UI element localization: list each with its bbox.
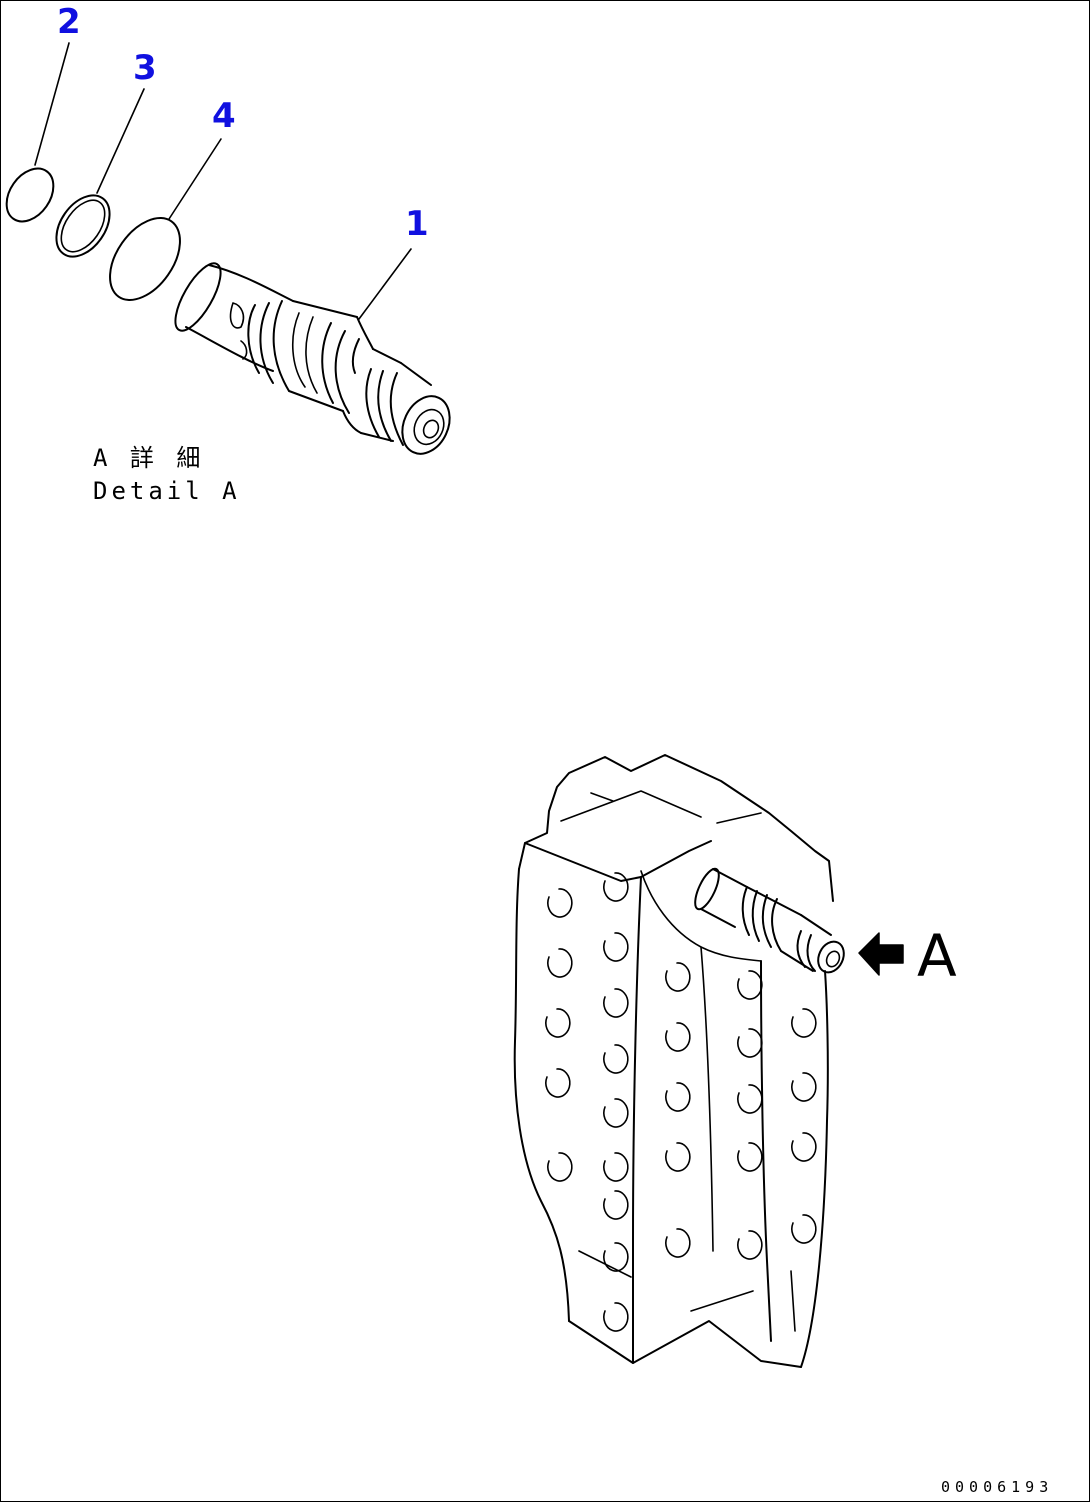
callout-label: 3 bbox=[133, 48, 157, 88]
callout-2[interactable]: 2 bbox=[57, 5, 81, 39]
backup-ring-3 bbox=[55, 194, 111, 258]
leader-lines bbox=[34, 42, 412, 320]
document-id: 00006193 bbox=[941, 1478, 1054, 1496]
callout-label: 2 bbox=[57, 2, 81, 42]
view-arrow-icon bbox=[858, 932, 904, 976]
callout-label: 1 bbox=[405, 204, 429, 244]
callout-4[interactable]: 4 bbox=[212, 99, 236, 133]
o-ring-2 bbox=[5, 167, 55, 223]
o-ring-4 bbox=[109, 217, 181, 301]
leader-line-2 bbox=[34, 42, 70, 166]
leader-line-4 bbox=[168, 138, 222, 220]
cartridge-valve bbox=[174, 262, 451, 455]
detail-caption-jp: A 詳 細 bbox=[93, 444, 205, 472]
callout-3[interactable]: 3 bbox=[133, 51, 157, 85]
view-label-a: A bbox=[917, 922, 957, 990]
block-ports bbox=[545, 872, 817, 1332]
control-valve-block bbox=[513, 754, 845, 1368]
detail-caption-en: Detail A bbox=[93, 477, 241, 505]
leader-line-1 bbox=[358, 248, 412, 320]
installed-cartridge bbox=[694, 867, 845, 974]
leader-line-3 bbox=[96, 88, 145, 194]
callout-label: 4 bbox=[212, 96, 236, 136]
callout-1[interactable]: 1 bbox=[405, 207, 429, 241]
